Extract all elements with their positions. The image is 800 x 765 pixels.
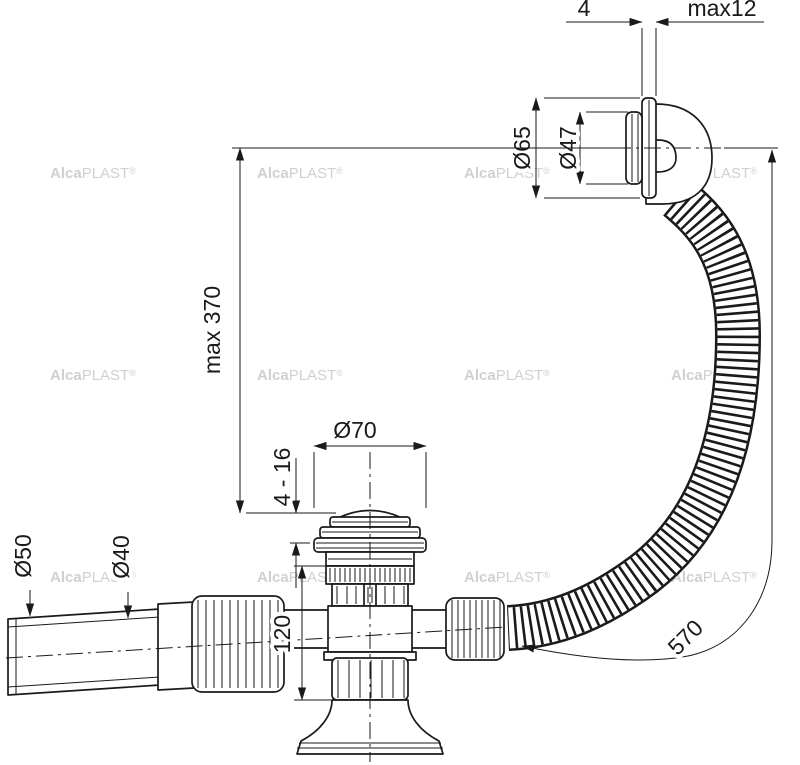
tee-right-branch <box>412 609 446 649</box>
hose-nut-body <box>445 597 505 661</box>
hose-outline <box>508 198 738 628</box>
ext-lines-120 <box>294 565 332 701</box>
dim-label-adjustment-range: 4 - 16 <box>269 448 295 507</box>
corrugated-hose <box>508 198 738 628</box>
watermark <box>671 569 758 586</box>
watermark <box>257 367 344 384</box>
outlet-pipe <box>7 595 285 696</box>
centerlines <box>5 147 724 762</box>
outlet-centerline <box>5 626 507 659</box>
drain-assembly <box>284 509 446 755</box>
dim-label-plug-diameter: Ø70 <box>333 417 376 443</box>
watermark <box>50 165 137 182</box>
overflow-fitting <box>625 97 713 205</box>
dim-line-570 <box>521 149 777 661</box>
dim-label-hose-length: 570 <box>663 615 709 661</box>
dim-label-flange-thickness: 4 <box>578 0 591 21</box>
watermark <box>464 367 551 384</box>
watermark <box>50 367 137 384</box>
dim-label-cap-protrusion: max12 <box>687 0 756 21</box>
dimensions: 4 max12 Ø65 Ø47 max 370 Ø70 4 - 16 120 Ø… <box>6 0 778 701</box>
hose-nut <box>445 597 505 661</box>
strainer-screw-lines <box>367 587 373 603</box>
strainer-slots <box>336 586 405 604</box>
ext-lines-o70 <box>313 452 427 508</box>
dim-label-max-overflow-distance: max 370 <box>199 286 225 374</box>
ext-lines-max370 <box>232 147 778 514</box>
drain-bell-rim-lines <box>297 742 443 749</box>
watermark <box>464 569 551 586</box>
watermark <box>464 165 551 182</box>
dim-label-installation-depth: 120 <box>269 615 295 653</box>
dim-label-outlet-outer-diameter: Ø50 <box>10 534 36 577</box>
ext-lines-flange <box>641 28 657 96</box>
drain-nut-ribs <box>337 660 405 698</box>
outlet-socket <box>157 601 195 691</box>
outlet-pipe-inner-lines <box>7 616 161 688</box>
dim-label-outlet-inner-diameter: Ø40 <box>108 535 134 578</box>
watermark <box>257 165 344 182</box>
strainer-ribs <box>329 568 411 582</box>
